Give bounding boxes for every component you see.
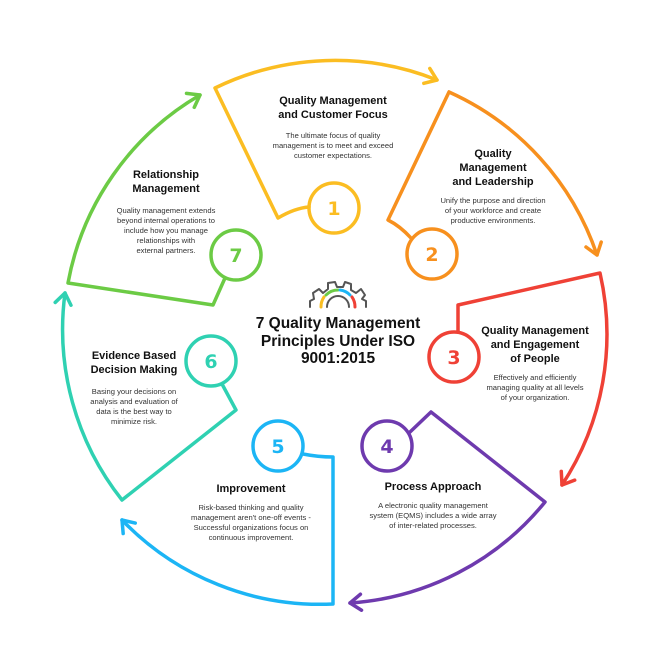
- badge-circle-3: [427, 330, 481, 384]
- badge-number-3: 3: [447, 347, 460, 369]
- segment-3-outline: [427, 271, 609, 487]
- segment-4-outline: [348, 410, 547, 605]
- gear-icon: [309, 281, 367, 309]
- badge-number-7: 7: [229, 245, 242, 267]
- arrow-head-4: [348, 592, 364, 612]
- principle-title: Process Approach: [384, 481, 482, 493]
- principle-5: Improvement Risk-based thinking and qual…: [161, 482, 341, 543]
- badge-number-2: 2: [425, 244, 438, 266]
- arrow-head-6: [53, 291, 73, 307]
- title-line: 9001:2015: [300, 350, 376, 367]
- segment-5-outline: [120, 419, 335, 607]
- badge-number-1: 1: [327, 198, 340, 220]
- arrow-head-3: [559, 469, 577, 487]
- diagram-title: 7 Quality Management Principles Under IS…: [238, 315, 438, 368]
- badge-number-6: 6: [204, 351, 217, 373]
- badge-circle-6: [184, 334, 238, 388]
- badge-circle-5: [251, 419, 305, 473]
- arrow-head-7: [184, 91, 202, 110]
- badge-circle-2: [405, 227, 459, 281]
- segment-7-outline: [66, 93, 263, 307]
- principle-4: Process Approach A electronic quality ma…: [343, 480, 523, 531]
- arrowheads: [53, 66, 603, 612]
- arrow-head-5: [120, 518, 138, 536]
- title-line: Principles Under ISO: [260, 332, 416, 350]
- badge-circle-7: [209, 228, 263, 282]
- badge-number-4: 4: [380, 436, 393, 458]
- segment-6-outline: [60, 291, 238, 502]
- arrow-head-2: [584, 240, 603, 257]
- principle-title: Improvement: [216, 483, 286, 495]
- arrow-head-1: [422, 66, 439, 86]
- badge-circle-4: [360, 419, 414, 473]
- segment-1-outline: [213, 58, 439, 235]
- badge-number-5: 5: [271, 436, 284, 458]
- title-line: 7 Quality Management: [255, 315, 421, 332]
- badge-circle-1: [307, 181, 361, 235]
- segment-2-outline: [386, 90, 599, 281]
